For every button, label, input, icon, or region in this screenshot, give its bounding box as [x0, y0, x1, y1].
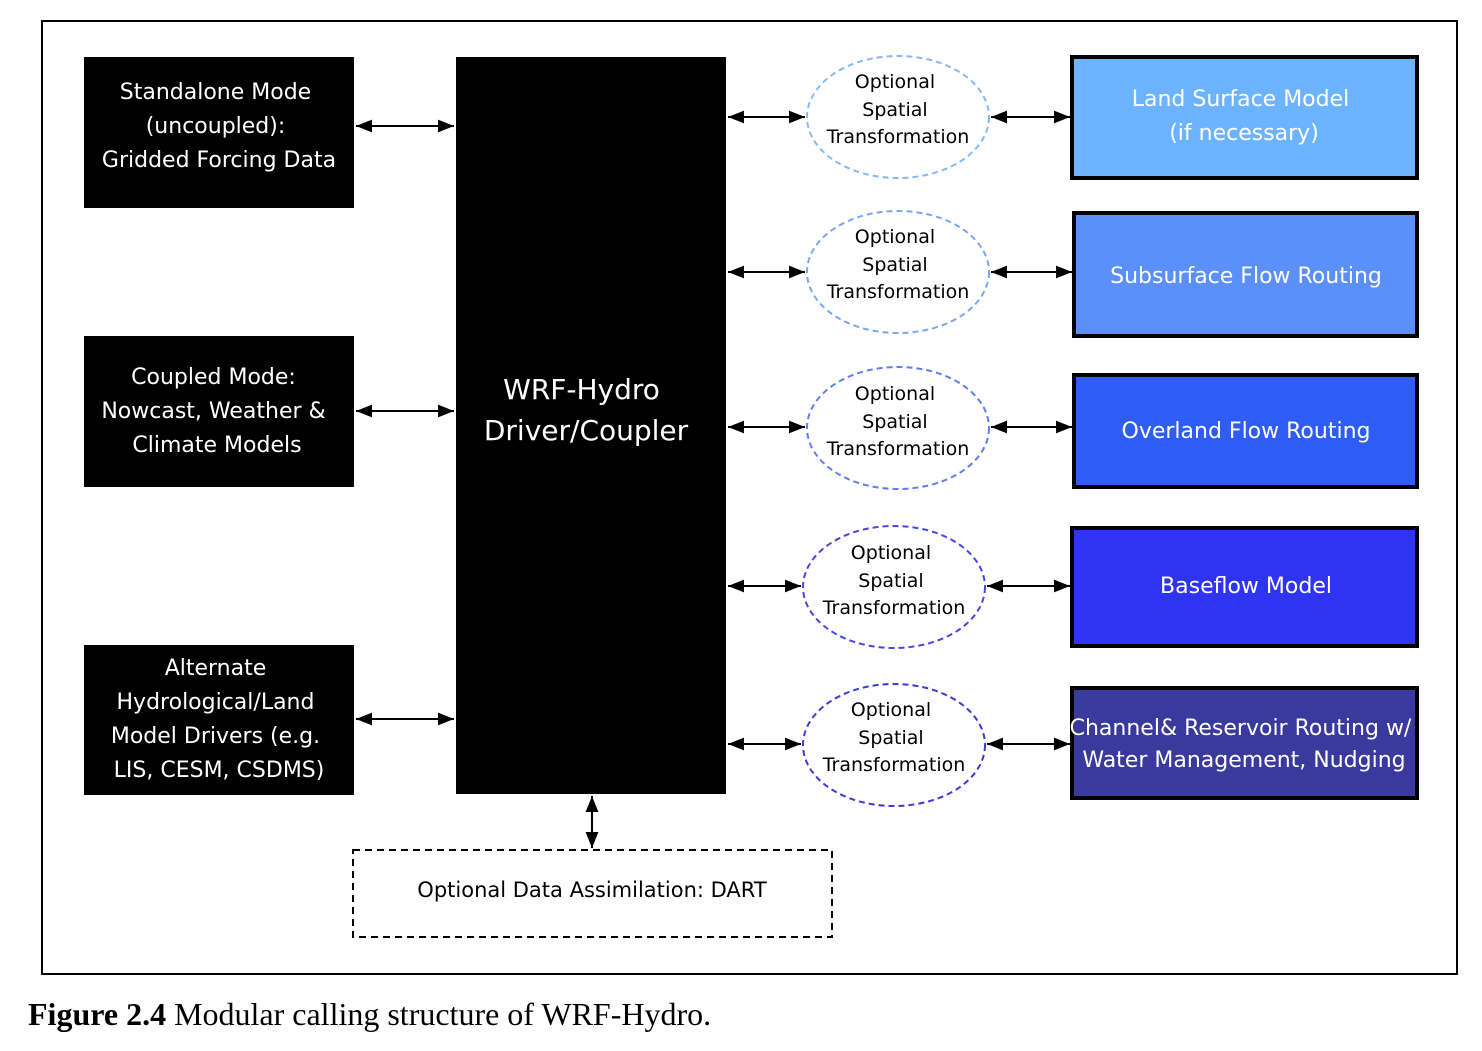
svg-text:Optional Spatial T: Optional Spatial Transformation	[826, 71, 970, 148]
svg-text:Overland Flow Routing: Overland Flow Routing	[1122, 419, 1371, 444]
transform-oval-3: Optional Spatial Transformation	[806, 366, 990, 490]
driver-coupler: WRF-Hydro Driver/Coupler	[456, 57, 726, 794]
svg-text:Optional Spatial T: Optional Spatial Transformation	[826, 383, 970, 460]
component-land-surface-model: Land Surface Model (if necessary)	[1070, 55, 1419, 180]
input-alternate-drivers: Alternate Hydrological/Land Model Driver…	[84, 645, 354, 795]
svg-text:Optional Spatial T: Optional Spatial Transformation	[822, 542, 966, 619]
component-subsurface-flow-routing: Subsurface Flow Routing	[1072, 211, 1419, 338]
caption-text: Modular calling structure of WRF-Hydro.	[166, 996, 712, 1032]
figure-caption: Figure 2.4 Modular calling structure of …	[28, 996, 711, 1033]
svg-text:Optional Data Assimilation: DA: Optional Data Assimilation: DART	[417, 878, 767, 902]
svg-text:Land Surface Model (if n: Land Surface Model (if necessary)	[1132, 87, 1357, 146]
svg-text:Baseflow Model: Baseflow Model	[1160, 574, 1332, 599]
figure-frame	[41, 20, 1458, 975]
transform-oval-5: Optional Spatial Transformation	[802, 683, 986, 807]
figure-number: Figure 2.4	[28, 996, 167, 1032]
component-channel-reservoir-routing: Channel& Reservoir Routing w/ Water Mana…	[1070, 686, 1419, 800]
input-coupled-mode: Coupled Mode: Nowcast, Weather & Climate…	[84, 336, 354, 487]
svg-text:WRF-Hydro Driver/Coupler: WRF-Hydro Driver/Coupler	[484, 373, 689, 447]
transform-oval-1: Optional Spatial Transformation	[806, 55, 990, 179]
component-overland-flow-routing: Overland Flow Routing	[1072, 373, 1419, 489]
svg-text:Alternate Hydrological/L: Alternate Hydrological/Land Model Driver…	[111, 656, 327, 783]
component-baseflow-model: Baseflow Model	[1070, 526, 1419, 648]
data-assimilation-dart: Optional Data Assimilation: DART	[352, 849, 833, 938]
input-standalone-mode: Standalone Mode (uncoupled): Gridded For…	[84, 57, 354, 208]
svg-text:Optional Spatial T: Optional Spatial Transformation	[822, 699, 966, 776]
svg-text:Standalone Mode (uncoupl: Standalone Mode (uncoupled): Gridded For…	[102, 80, 336, 173]
svg-text:Subsurface Flow Routing: Subsurface Flow Routing	[1110, 264, 1382, 289]
svg-text:Coupled Mode: Nowcast, W: Coupled Mode: Nowcast, Weather & Climate…	[101, 365, 332, 458]
transform-oval-4: Optional Spatial Transformation	[802, 525, 986, 649]
svg-text:Channel& Reservoir Routing w/: Channel& Reservoir Routing w/ Water Mana…	[1070, 716, 1419, 773]
svg-text:Optional Spatial T: Optional Spatial Transformation	[826, 226, 970, 303]
transform-oval-2: Optional Spatial Transformation	[806, 210, 990, 334]
